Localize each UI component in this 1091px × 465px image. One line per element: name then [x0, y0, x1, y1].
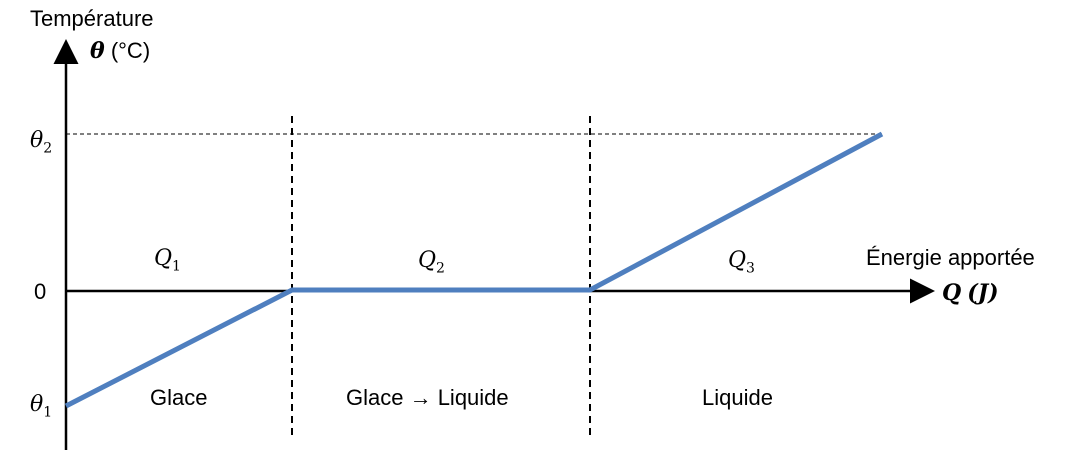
y-axis-unit: θ (°C) — [90, 38, 150, 64]
tick-zero: 0 — [34, 279, 47, 304]
y-axis-unit-text: (°C) — [110, 38, 151, 63]
q3-sub: 3 — [746, 260, 755, 277]
energy-label-q2: Q2 — [418, 248, 445, 276]
heating-curve — [64, 131, 884, 409]
tick-theta2: θ2 — [30, 128, 52, 156]
tick-theta1: θ1 — [30, 392, 52, 420]
x-axis-symbol: Q — [942, 280, 962, 306]
y-axis-title: Température — [30, 6, 154, 31]
energy-label-q1: Q1 — [154, 246, 181, 274]
tick-theta2-sub: 2 — [43, 140, 53, 157]
q1-sub: 1 — [172, 258, 181, 275]
x-axis-title: Énergie apportée — [866, 245, 1035, 270]
x-axis-unit: Q (J) — [942, 280, 999, 306]
q2-sub: 2 — [436, 260, 445, 277]
energy-label-q3: Q3 — [728, 248, 755, 276]
y-axis-symbol: θ — [90, 38, 105, 64]
q1-symbol: Q — [154, 246, 173, 271]
phase-label-ice: Glace — [150, 385, 208, 410]
x-axis-unit-text: (J) — [967, 280, 999, 306]
tick-theta2-symbol: θ — [30, 128, 44, 153]
tick-theta1-symbol: θ — [30, 392, 44, 417]
tick-theta1-sub: 1 — [43, 404, 53, 421]
q2-symbol: Q — [418, 248, 437, 273]
q3-symbol: Q — [728, 248, 747, 273]
phase-label-liquid: Liquide — [702, 385, 773, 410]
phase-label-melting: Glace → Liquide — [346, 385, 509, 410]
